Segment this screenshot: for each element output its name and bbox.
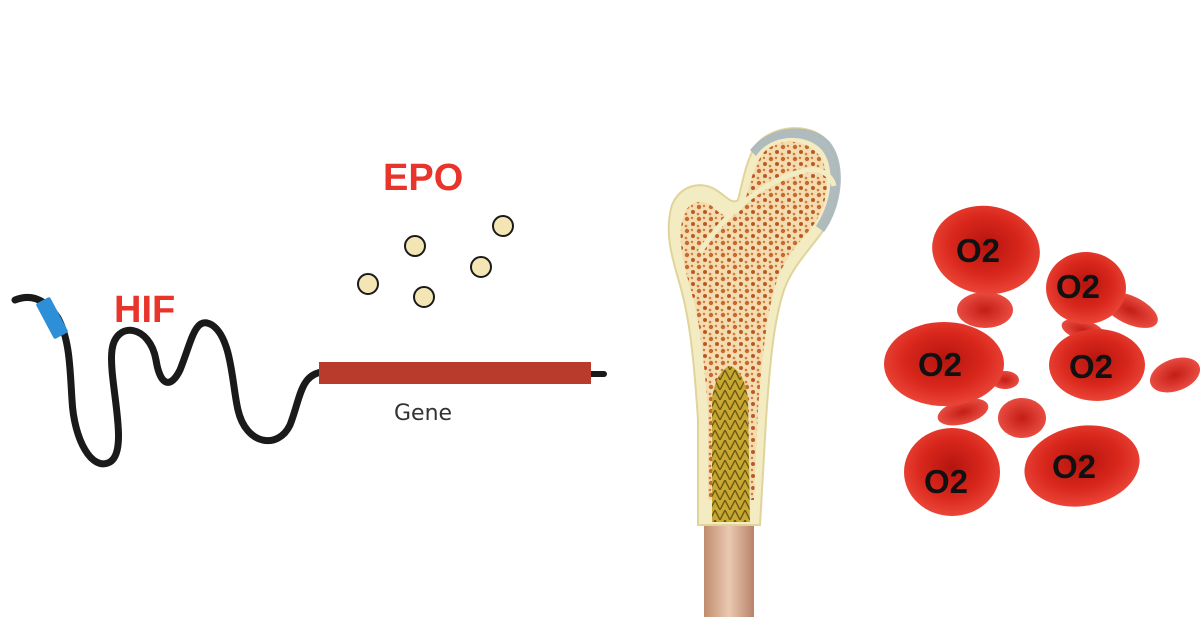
epo-particle-icon	[471, 257, 491, 277]
rbc-o2-cell: O2	[1049, 329, 1145, 401]
rbc-o2-cell: O2	[884, 322, 1004, 406]
rbc-o2-cell: O2	[926, 199, 1045, 301]
red-blood-cell-icon	[998, 398, 1046, 438]
rbc-o2-cell: O2	[1046, 252, 1126, 324]
epo-particle-icon	[358, 274, 378, 294]
gene-group: Gene	[319, 362, 604, 426]
o2-label: O2	[1056, 268, 1100, 305]
o2-label: O2	[1052, 448, 1096, 485]
red-blood-cells-group: O2 O2 O2 O2 O2 O2	[884, 199, 1200, 516]
gene-bar-icon	[319, 362, 591, 384]
rbc-o2-cell: O2	[904, 428, 1000, 516]
epo-particle-icon	[414, 287, 434, 307]
epo-particle-icon	[405, 236, 425, 256]
epo-group: EPO	[358, 157, 513, 307]
dna-strand-group: HIF	[15, 289, 322, 464]
epo-label: EPO	[383, 157, 463, 199]
red-blood-cell-icon	[1145, 351, 1200, 399]
bone-marrow-cavity	[712, 366, 750, 522]
hif-label: HIF	[114, 289, 175, 331]
epo-particle-icon	[493, 216, 513, 236]
gene-label: Gene	[394, 401, 452, 426]
hif-binding-marker-icon	[36, 297, 69, 340]
o2-label: O2	[1069, 348, 1113, 385]
o2-label: O2	[918, 346, 962, 383]
o2-label: O2	[956, 232, 1000, 269]
red-blood-cell-icon	[957, 292, 1013, 328]
femur-bone-icon	[669, 128, 841, 617]
o2-label: O2	[924, 463, 968, 500]
